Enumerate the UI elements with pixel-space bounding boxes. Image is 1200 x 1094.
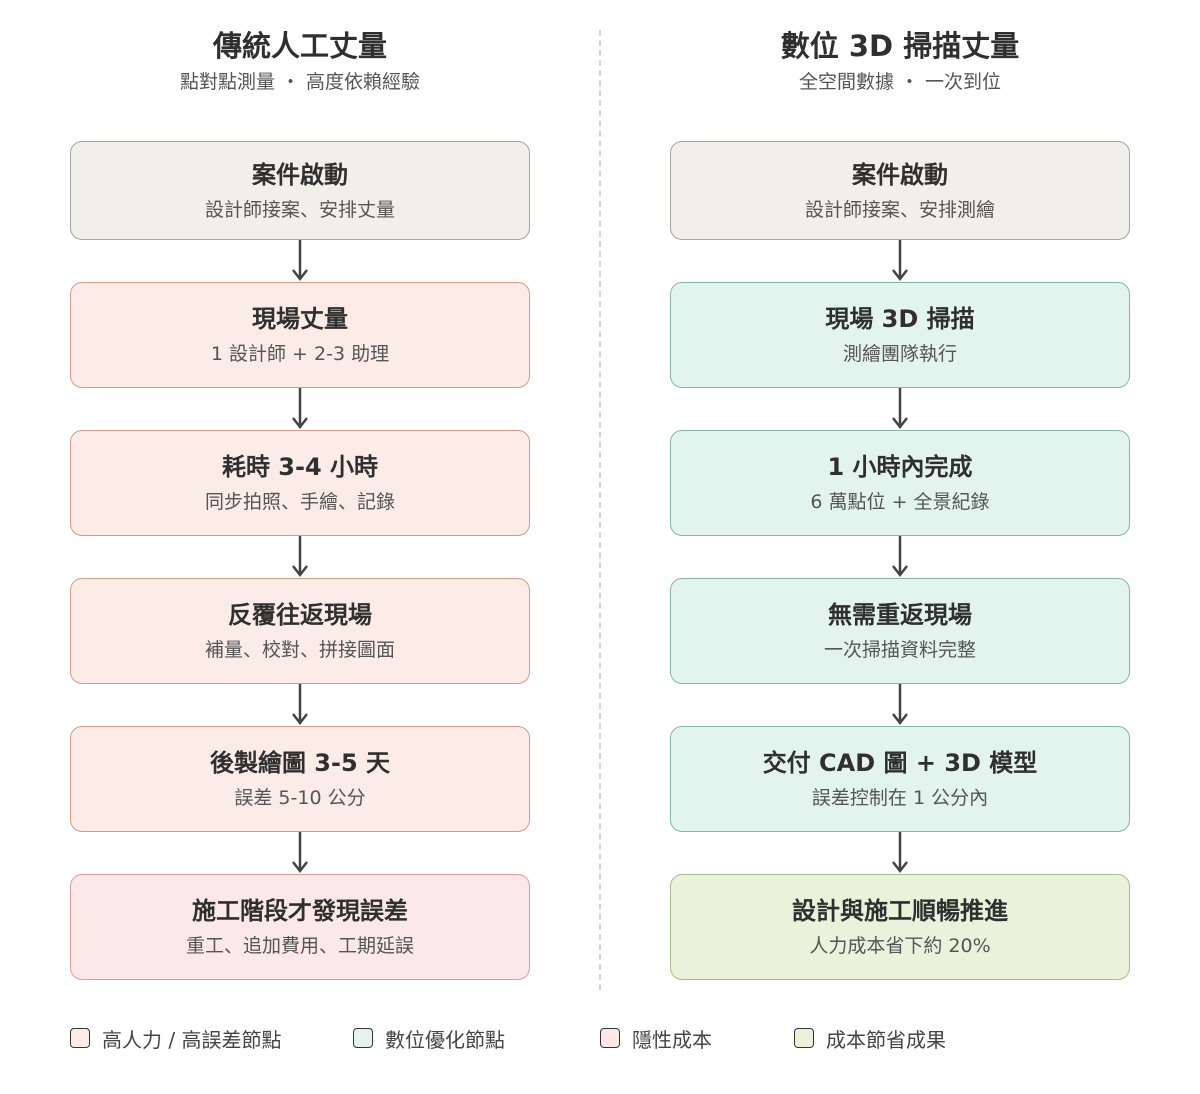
left-step-1: 案件啟動 設計師接案、安排丈量 (70, 141, 530, 240)
right-step-3-subtitle: 6 萬點位 + 全景紀錄 (810, 491, 990, 513)
legend-label-hidden: 隱性成本 (632, 1027, 712, 1052)
left-step-5: 後製繪圖 3-5 天 誤差 5-10 公分 (70, 726, 530, 832)
arrow-down-icon (892, 832, 908, 874)
left-step-1-title: 案件啟動 (252, 160, 348, 189)
left-column-header: 傳統人工丈量 點對點測量 ・ 高度依賴經驗 (70, 28, 530, 94)
legend-item-hidden: 隱性成本 (600, 1024, 712, 1052)
right-step-4-title: 無需重返現場 (828, 601, 972, 629)
left-step-2-title: 現場丈量 (252, 305, 348, 333)
right-step-5-subtitle: 誤差控制在 1 公分內 (811, 787, 989, 809)
left-step-5-title: 後製繪圖 3-5 天 (209, 749, 391, 777)
right-column-header: 數位 3D 掃描丈量 全空間數據 ・ 一次到位 (670, 28, 1130, 94)
right-step-5-title: 交付 CAD 圖 + 3D 模型 (762, 749, 1038, 777)
column-divider (599, 30, 601, 990)
legend-item-saving: 成本節省成果 (794, 1024, 946, 1052)
arrow-down-icon (892, 240, 908, 282)
left-step-3-title: 耗時 3-4 小時 (221, 453, 379, 481)
left-step-4: 反覆往返現場 補量、校對、拼接圖面 (70, 578, 530, 684)
left-step-2: 現場丈量 1 設計師 + 2-3 助理 (70, 282, 530, 388)
legend-item-digital: 數位優化節點 (353, 1024, 505, 1052)
right-step-6-subtitle: 人力成本省下約 20% (809, 935, 991, 957)
left-step-3-subtitle: 同步拍照、手繪、記錄 (204, 491, 395, 513)
left-step-2-subtitle: 1 設計師 + 2-3 助理 (210, 343, 390, 365)
right-step-4: 無需重返現場 一次掃描資料完整 (670, 578, 1130, 684)
legend-item-high: 高人力 / 高誤差節點 (70, 1024, 281, 1052)
legend-label-saving: 成本節省成果 (826, 1027, 946, 1052)
arrow-down-icon (292, 536, 308, 578)
right-step-6: 設計與施工順暢推進 人力成本省下約 20% (670, 874, 1130, 980)
right-step-5: 交付 CAD 圖 + 3D 模型 誤差控制在 1 公分內 (670, 726, 1130, 832)
left-step-6: 施工階段才發現誤差 重工、追加費用、工期延誤 (70, 874, 530, 980)
legend-label-digital: 數位優化節點 (385, 1027, 505, 1052)
legend-swatch-high (70, 1028, 90, 1048)
arrow-down-icon (292, 388, 308, 430)
left-step-3: 耗時 3-4 小時 同步拍照、手繪、記錄 (70, 430, 530, 536)
right-step-2: 現場 3D 掃描 測繪團隊執行 (670, 282, 1130, 388)
right-step-2-title: 現場 3D 掃描 (825, 305, 975, 333)
left-step-6-title: 施工階段才發現誤差 (192, 897, 408, 925)
right-step-3: 1 小時內完成 6 萬點位 + 全景紀錄 (670, 430, 1130, 536)
arrow-down-icon (292, 240, 308, 282)
legend-swatch-saving (794, 1028, 814, 1048)
right-step-1-subtitle: 設計師接案、安排測繪 (804, 198, 995, 221)
right-step-4-subtitle: 一次掃描資料完整 (823, 639, 976, 661)
left-step-1-subtitle: 設計師接案、安排丈量 (204, 198, 395, 221)
left-column-title: 傳統人工丈量 (212, 29, 387, 63)
right-step-6-title: 設計與施工順暢推進 (792, 897, 1008, 925)
right-step-3-title: 1 小時內完成 (827, 453, 973, 481)
left-step-4-title: 反覆往返現場 (228, 601, 372, 629)
right-column-subtitle: 全空間數據 ・ 一次到位 (798, 71, 1002, 93)
legend: 高人力 / 高誤差節點 數位優化節點 隱性成本 成本節省成果 (0, 1024, 1200, 1052)
left-step-4-subtitle: 補量、校對、拼接圖面 (204, 639, 395, 661)
legend-swatch-digital (353, 1028, 373, 1048)
right-column-title: 數位 3D 掃描丈量 (780, 29, 1020, 63)
arrow-down-icon (892, 388, 908, 430)
right-step-1-title: 案件啟動 (852, 160, 948, 189)
left-step-6-subtitle: 重工、追加費用、工期延誤 (185, 935, 414, 957)
legend-swatch-hidden (600, 1028, 620, 1048)
arrow-down-icon (892, 536, 908, 578)
arrow-down-icon (292, 684, 308, 726)
left-column-subtitle: 點對點測量 ・ 高度依賴經驗 (179, 71, 421, 93)
arrow-down-icon (292, 832, 308, 874)
right-step-2-subtitle: 測繪團隊執行 (842, 343, 957, 365)
legend-label-high: 高人力 / 高誤差節點 (102, 1027, 282, 1052)
arrow-down-icon (892, 684, 908, 726)
right-step-1: 案件啟動 設計師接案、安排測繪 (670, 141, 1130, 240)
left-step-5-subtitle: 誤差 5-10 公分 (234, 787, 366, 809)
